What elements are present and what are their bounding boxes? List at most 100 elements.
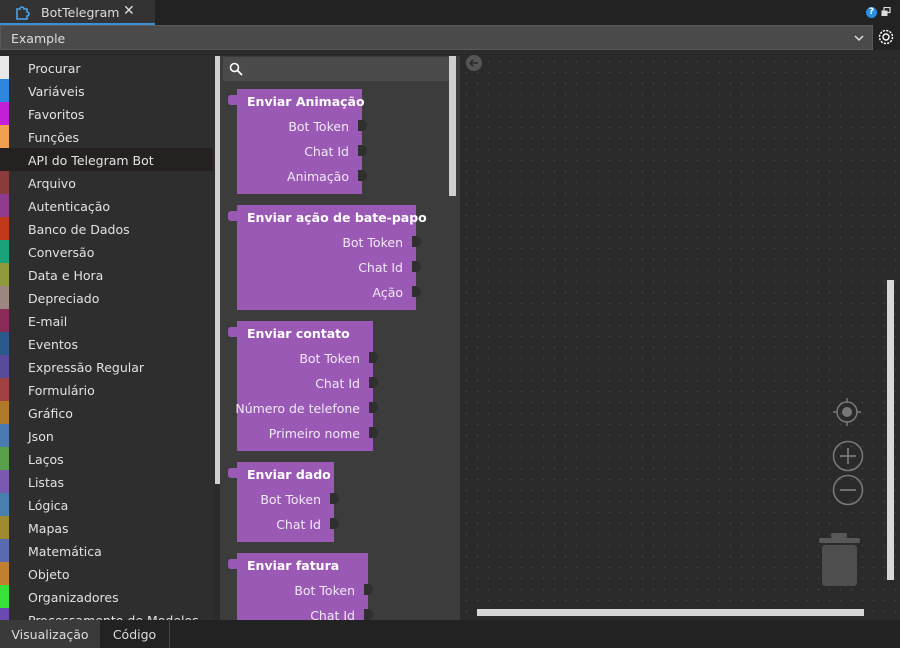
- project-select[interactable]: Example: [0, 25, 873, 50]
- category-item[interactable]: Variáveis: [0, 79, 213, 102]
- recenter-icon[interactable]: [832, 397, 862, 427]
- category-label: Arquivo: [28, 176, 76, 191]
- bottom-tabs: Visualização Código: [0, 620, 900, 648]
- workspace-horizontal-scrollbar[interactable]: [477, 609, 864, 616]
- block-connector: [228, 559, 240, 569]
- tab-code[interactable]: Código: [100, 620, 170, 648]
- category-item[interactable]: Procurar: [0, 56, 213, 79]
- category-item[interactable]: Arquivo: [0, 171, 213, 194]
- category-label: Conversão: [28, 245, 95, 260]
- category-item[interactable]: Depreciado: [0, 286, 213, 309]
- block-connector: [228, 211, 240, 221]
- category-label: Listas: [28, 475, 65, 490]
- category-color-swatch: [0, 516, 9, 539]
- restore-window-icon[interactable]: [881, 7, 891, 17]
- tab-preview[interactable]: Visualização: [0, 620, 100, 648]
- block-title: Enviar contato: [247, 326, 350, 341]
- category-item[interactable]: Favoritos: [0, 102, 213, 125]
- category-scrollbar[interactable]: [215, 56, 220, 484]
- block-input-label: Bot Token: [342, 235, 403, 250]
- category-label: Laços: [28, 452, 64, 467]
- block-title: Enviar ação de bate-papo: [247, 210, 427, 225]
- category-color-swatch: [0, 102, 9, 125]
- category-label: Lógica: [28, 498, 69, 513]
- category-color-swatch: [0, 585, 9, 608]
- category-label: Json: [28, 429, 54, 444]
- input-socket: [330, 518, 339, 529]
- category-item[interactable]: Json: [0, 424, 213, 447]
- block-input-label: Animação: [287, 169, 349, 184]
- category-item[interactable]: Organizadores: [0, 585, 213, 608]
- block-input-label: Ação: [372, 285, 403, 300]
- category-item[interactable]: Processamento de Modelos: [0, 608, 213, 620]
- block-input-label: Chat Id: [304, 144, 349, 159]
- category-label: Gráfico: [28, 406, 73, 421]
- category-label: Depreciado: [28, 291, 100, 306]
- input-socket: [364, 584, 373, 595]
- block-title: Enviar fatura: [247, 558, 340, 573]
- zoom-in-icon[interactable]: [832, 440, 864, 472]
- block-connector: [228, 327, 240, 337]
- category-item[interactable]: E-mail: [0, 309, 213, 332]
- input-socket: [369, 402, 378, 413]
- category-color-swatch: [0, 286, 9, 309]
- block-input-label: Bot Token: [294, 583, 355, 598]
- category-label: Variáveis: [28, 84, 85, 99]
- close-icon[interactable]: ✕: [123, 3, 135, 19]
- category-color-swatch: [0, 56, 9, 79]
- category-item[interactable]: Lógica: [0, 493, 213, 516]
- category-item[interactable]: Funções: [0, 125, 213, 148]
- category-label: Data e Hora: [28, 268, 104, 283]
- category-color-swatch: [0, 401, 9, 424]
- input-socket: [364, 609, 373, 620]
- block-input-label: Primeiro nome: [268, 426, 360, 441]
- category-item[interactable]: Banco de Dados: [0, 217, 213, 240]
- category-color-swatch: [0, 171, 9, 194]
- category-label: Expressão Regular: [28, 360, 145, 375]
- category-color-swatch: [0, 378, 9, 401]
- category-color-swatch: [0, 608, 9, 620]
- block-connector: [228, 468, 240, 478]
- category-item[interactable]: Data e Hora: [0, 263, 213, 286]
- category-item[interactable]: Listas: [0, 470, 213, 493]
- gear-icon[interactable]: [876, 27, 896, 47]
- block-input-label: Chat Id: [315, 376, 360, 391]
- input-socket: [369, 377, 378, 388]
- category-color-swatch: [0, 539, 9, 562]
- category-color-swatch: [0, 79, 9, 102]
- category-color-swatch: [0, 447, 9, 470]
- collapse-flyout-icon[interactable]: [466, 55, 482, 71]
- workspace-canvas[interactable]: [461, 56, 900, 620]
- category-item[interactable]: Expressão Regular: [0, 355, 213, 378]
- puzzle-icon: [16, 6, 30, 20]
- tab-title: BotTelegram: [41, 5, 120, 20]
- help-icon[interactable]: ?: [866, 7, 877, 18]
- tab-bar: BotTelegram ✕ ?: [0, 0, 900, 25]
- search-input[interactable]: [223, 57, 453, 81]
- category-item[interactable]: Gráfico: [0, 401, 213, 424]
- category-item[interactable]: API do Telegram Bot: [0, 148, 213, 171]
- category-label: Objeto: [28, 567, 70, 582]
- category-item[interactable]: Eventos: [0, 332, 213, 355]
- category-item[interactable]: Matemática: [0, 539, 213, 562]
- category-item[interactable]: Mapas: [0, 516, 213, 539]
- category-label: Funções: [28, 130, 80, 145]
- tab-bottelegram[interactable]: BotTelegram ✕: [0, 0, 155, 25]
- category-item[interactable]: Formulário: [0, 378, 213, 401]
- category-item[interactable]: Conversão: [0, 240, 213, 263]
- category-item[interactable]: Autenticação: [0, 194, 213, 217]
- category-item[interactable]: Objeto: [0, 562, 213, 585]
- category-label: Matemática: [28, 544, 102, 559]
- trash-icon[interactable]: [818, 532, 862, 588]
- workspace-vertical-scrollbar[interactable]: [887, 280, 894, 580]
- category-item[interactable]: Laços: [0, 447, 213, 470]
- flyout-scrollbar[interactable]: [449, 56, 456, 196]
- zoom-out-icon[interactable]: [832, 474, 864, 506]
- category-label: Procurar: [28, 61, 81, 76]
- category-color-swatch: [0, 263, 9, 286]
